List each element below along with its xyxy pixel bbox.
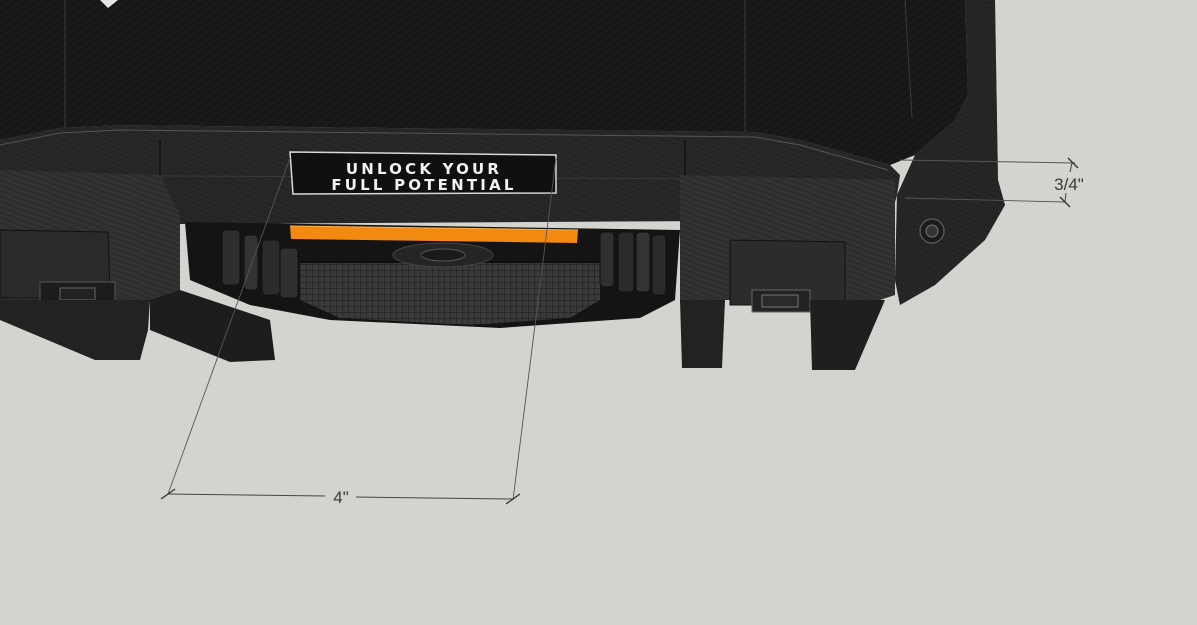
handle-recess (185, 222, 680, 328)
case-right-side (895, 0, 1005, 305)
dimension-label-3-4in[interactable]: 3/4" (1054, 175, 1084, 194)
orange-accent-strip (289, 225, 579, 243)
dimension-3-4in[interactable]: 3/4" (899, 157, 1084, 208)
latch-right (680, 175, 895, 370)
case-lid (0, 0, 968, 165)
badge-line-2: FULL POTENTIAL (331, 176, 516, 194)
dimension-4in[interactable]: 4" (160, 157, 557, 507)
mesh-handle (300, 262, 600, 325)
latch-left (0, 170, 275, 362)
badge-line-1: UNLOCK YOUR (346, 160, 502, 178)
dimension-label-4in[interactable]: 4" (333, 488, 349, 507)
badge-plate: UNLOCK YOUR FULL POTENTIAL (289, 151, 557, 195)
